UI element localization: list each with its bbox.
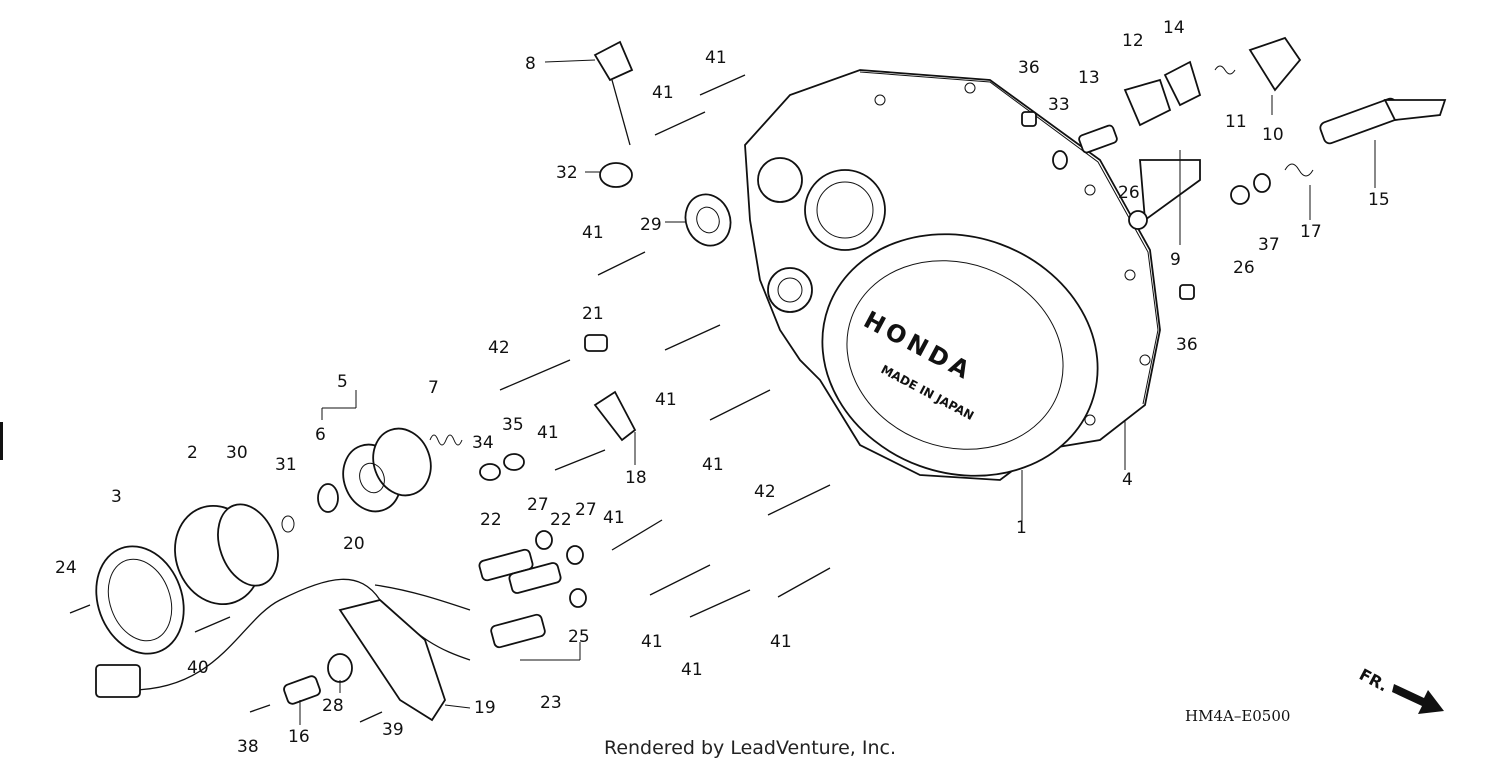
callout-41c: 41 bbox=[582, 223, 604, 243]
callout-24: 24 bbox=[55, 558, 77, 578]
callout-41f: 41 bbox=[702, 455, 724, 475]
callout-34: 34 bbox=[472, 433, 494, 453]
callout-26a: 26 bbox=[1118, 183, 1140, 203]
callout-41d: 41 bbox=[655, 390, 677, 410]
callout-42b: 42 bbox=[754, 482, 776, 502]
oil-filter-element bbox=[342, 427, 432, 513]
callout-labels: 1 2 3 4 5 6 7 8 9 10 11 12 13 14 15 16 1… bbox=[55, 18, 1390, 757]
callout-23: 23 bbox=[540, 693, 562, 713]
diagram-code: HM4A–E0500 bbox=[1185, 707, 1291, 725]
callout-28: 28 bbox=[322, 696, 344, 716]
callout-37: 37 bbox=[1258, 235, 1280, 255]
callout-27a: 27 bbox=[527, 495, 549, 515]
callout-26b: 26 bbox=[1233, 258, 1255, 278]
callout-33: 33 bbox=[1048, 95, 1070, 115]
callout-14: 14 bbox=[1163, 18, 1185, 38]
callout-1: 1 bbox=[1016, 518, 1027, 538]
callout-16: 16 bbox=[288, 727, 310, 747]
filter-cover-part bbox=[95, 545, 185, 655]
callout-36b: 36 bbox=[1176, 335, 1198, 355]
callout-15: 15 bbox=[1368, 190, 1390, 210]
callout-41b: 41 bbox=[652, 83, 674, 103]
callout-27b: 27 bbox=[575, 500, 597, 520]
callout-18: 18 bbox=[625, 468, 647, 488]
callout-25: 25 bbox=[568, 627, 590, 647]
callout-4: 4 bbox=[1122, 470, 1133, 490]
callout-8: 8 bbox=[525, 54, 536, 74]
callout-40: 40 bbox=[187, 658, 209, 678]
callout-9: 9 bbox=[1170, 250, 1181, 270]
callout-12: 12 bbox=[1122, 31, 1144, 51]
leader-lines bbox=[299, 59, 1376, 725]
edge-mark bbox=[0, 422, 3, 460]
callout-31: 31 bbox=[275, 455, 297, 475]
arrow-icon: FR. bbox=[1356, 665, 1444, 714]
callout-21: 21 bbox=[582, 304, 604, 324]
callout-19: 19 bbox=[474, 698, 496, 718]
callout-39: 39 bbox=[382, 720, 404, 740]
crankcase-cover: HONDA MADE IN JAPAN bbox=[744, 69, 1161, 481]
callout-41a: 41 bbox=[705, 48, 727, 68]
callout-17: 17 bbox=[1300, 222, 1322, 242]
callout-5: 5 bbox=[337, 372, 348, 392]
shift-drum-part bbox=[1123, 78, 1172, 127]
connector-part bbox=[95, 664, 141, 698]
callout-13: 13 bbox=[1078, 68, 1100, 88]
bracket-part bbox=[338, 599, 446, 722]
callout-2: 2 bbox=[187, 443, 198, 463]
front-direction-marker: FR. bbox=[1356, 656, 1448, 721]
callout-6: 6 bbox=[315, 425, 326, 445]
callout-42a: 42 bbox=[488, 338, 510, 358]
callout-22a: 22 bbox=[480, 510, 502, 530]
callout-41e: 41 bbox=[537, 423, 559, 443]
callout-41h: 41 bbox=[641, 632, 663, 652]
callout-7: 7 bbox=[428, 378, 439, 398]
callout-10: 10 bbox=[1262, 125, 1284, 145]
callout-35: 35 bbox=[502, 415, 524, 435]
callout-32: 32 bbox=[556, 163, 578, 183]
callout-41j: 41 bbox=[770, 632, 792, 652]
callout-41g: 41 bbox=[603, 508, 625, 528]
fr-label: FR. bbox=[1358, 665, 1391, 696]
callout-36a: 36 bbox=[1018, 58, 1040, 78]
callout-29: 29 bbox=[640, 215, 662, 235]
callout-22b: 22 bbox=[550, 510, 572, 530]
callout-30: 30 bbox=[226, 443, 248, 463]
callout-3: 3 bbox=[111, 487, 122, 507]
callout-41i: 41 bbox=[681, 660, 703, 680]
callout-11: 11 bbox=[1225, 112, 1247, 132]
callout-38: 38 bbox=[237, 737, 259, 757]
callout-20: 20 bbox=[343, 534, 365, 554]
dipstick-part bbox=[593, 40, 634, 82]
render-credit: Rendered by LeadVenture, Inc. bbox=[603, 737, 897, 759]
bolts bbox=[69, 74, 831, 723]
